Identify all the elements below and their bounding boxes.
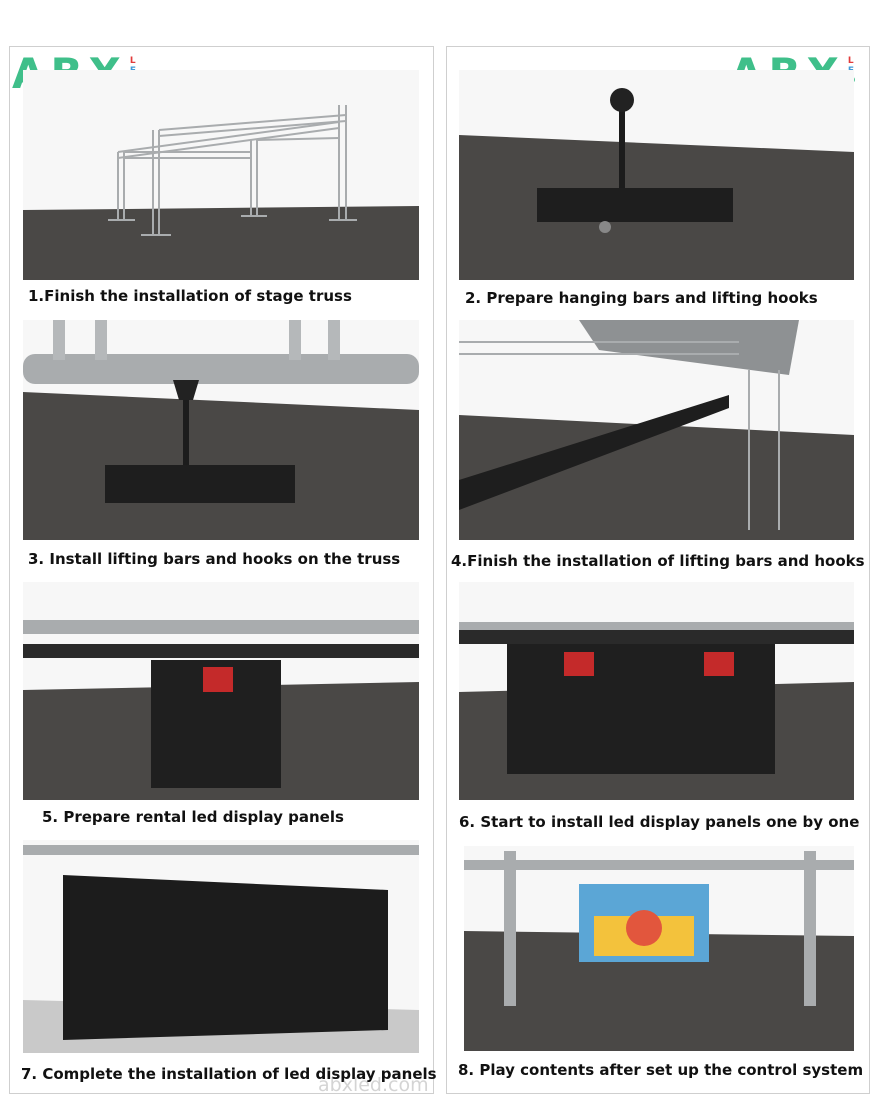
logo-sub-l: L [848,56,855,66]
step-1-image [23,70,419,280]
step-3-image [23,320,419,540]
step-4-image [459,320,854,540]
step-1-caption: 1.Finish the installation of stage truss [28,287,352,305]
step-4-caption: 4.Finish the installation of lifting bar… [451,552,865,570]
step-8-caption: 8. Play contents after set up the contro… [458,1061,863,1079]
watermark-text: abxled.com [318,1074,429,1096]
step-6-image [459,582,854,800]
step-2-caption: 2. Prepare hanging bars and lifting hook… [465,289,818,307]
step-7-image [23,840,419,1053]
step-6-caption: 6. Start to install led display panels o… [459,813,859,831]
step-5-caption: 5. Prepare rental led display panels [42,808,344,826]
step-5-image [23,582,419,800]
step-8-image [464,846,854,1051]
step-3-caption: 3. Install lifting bars and hooks on the… [28,550,400,568]
logo-sub-l: L [130,56,137,66]
step-2-image [459,70,854,280]
